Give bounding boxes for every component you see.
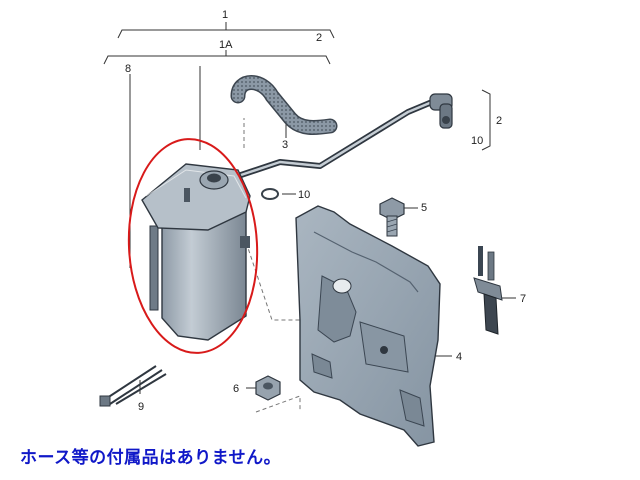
highlight-circle xyxy=(127,138,259,354)
mounting-plate-part-4 xyxy=(295,205,441,447)
callout-3: 3 xyxy=(282,139,288,151)
nut-part-6 xyxy=(255,375,281,401)
vent-pipe xyxy=(225,99,434,183)
cable-tie-part-9 xyxy=(99,365,167,407)
charcoal-canister-part-1a xyxy=(141,163,251,341)
callout-2-top: 2 xyxy=(316,32,322,44)
clip-part-7 xyxy=(473,246,503,335)
pipe-connector xyxy=(429,93,453,129)
callout-1: 1 xyxy=(222,9,228,21)
callout-8: 8 xyxy=(125,63,131,75)
callout-10-oring: 10 xyxy=(298,189,310,201)
callout-2-right: 2 xyxy=(496,115,502,127)
bolt-part-5 xyxy=(379,197,405,237)
callout-1a: 1A xyxy=(219,39,233,51)
o-ring-part-10 xyxy=(261,188,279,200)
callout-7: 7 xyxy=(520,293,526,305)
bracket-lines xyxy=(103,22,491,268)
callout-5: 5 xyxy=(421,202,427,214)
callout-10-right: 10 xyxy=(471,135,483,147)
no-accessories-note: ホース等の付属品はありません。 xyxy=(20,448,282,468)
callout-9: 9 xyxy=(138,401,144,413)
callout-4: 4 xyxy=(456,351,462,363)
callout-6: 6 xyxy=(233,383,239,395)
